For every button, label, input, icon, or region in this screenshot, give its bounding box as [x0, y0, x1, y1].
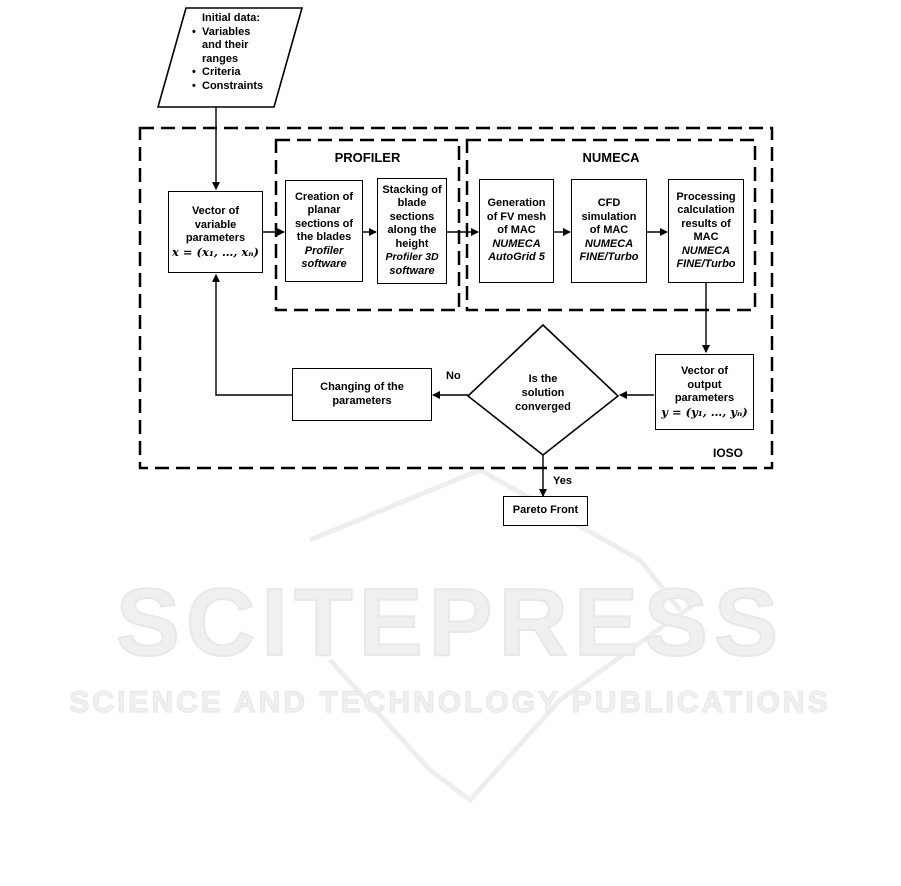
mesh-generation-box: Generation of FV mesh of MAC NUMECA Auto…	[479, 179, 554, 283]
vector-input-line: variable	[194, 218, 237, 231]
step-line: results of	[681, 217, 731, 230]
decision-text: Is the solution converged	[493, 372, 593, 414]
creation-sections-box: Creation of planar sections of the blade…	[285, 180, 363, 282]
watermark-tagline: SCIENCE AND TECHNOLOGY PUBLICATIONS	[69, 686, 830, 719]
step-software: Profiler	[304, 244, 344, 257]
step-software: software	[389, 264, 435, 277]
vector-input-formula: x = (x₁, …, xₙ)	[172, 244, 259, 259]
step-line: sections	[389, 210, 435, 223]
change-line: Changing of the	[320, 381, 404, 393]
initial-data-bullet: Variables and their ranges	[202, 25, 251, 65]
step-software: software	[301, 258, 347, 270]
step-line: of MAC	[589, 224, 629, 237]
step-software: NUMECA	[584, 237, 634, 250]
decision-line: Is the	[528, 373, 558, 385]
vector-input-line: Vector of	[191, 205, 240, 217]
step-line: MAC	[693, 231, 719, 243]
initial-data-text: Initial data: • Variables and their rang…	[192, 12, 282, 93]
profiler-group-border	[274, 138, 461, 312]
step-line: Stacking of	[382, 183, 442, 196]
step-line: simulation	[581, 210, 637, 223]
change-line: parameters	[332, 394, 392, 407]
no-label: No	[446, 370, 461, 382]
initial-data-parallelogram	[156, 7, 304, 108]
step-software: NUMECA	[681, 244, 731, 257]
step-line: along the	[387, 224, 437, 237]
step-line: CFD	[597, 197, 621, 210]
vector-input-line: parameters	[185, 232, 246, 244]
step-line: Processing	[676, 190, 736, 203]
decision-line: converged	[515, 401, 571, 413]
initial-data-title: Initial data:	[202, 12, 261, 24]
initial-data-bullet: Criteria	[202, 66, 241, 78]
vector-input-box: Vector of variable parameters x = (x₁, ……	[168, 191, 263, 273]
decision-line: solution	[521, 387, 565, 399]
step-software: Profiler 3D	[385, 251, 439, 264]
step-line: calculation	[677, 204, 735, 216]
step-line: Generation	[487, 197, 546, 210]
watermark-brand: SCITEPRESS	[116, 569, 784, 676]
step-software: NUMECA	[492, 237, 541, 250]
vector-output-line: Vector of	[680, 365, 729, 377]
step-line: planar	[307, 204, 341, 216]
pareto-front-label: Pareto Front	[512, 504, 579, 517]
step-line: blade	[397, 197, 427, 210]
yes-label: Yes	[553, 475, 572, 487]
numeca-title: NUMECA	[582, 150, 640, 165]
profiler-title: PROFILER	[334, 150, 401, 165]
vector-output-formula: y = (y₁, …, yₙ)	[661, 404, 748, 419]
step-software: AutoGrid 5	[488, 251, 545, 264]
vector-output-line: output	[687, 378, 722, 391]
step-software: FINE/Turbo	[676, 258, 736, 270]
step-line: of MAC	[497, 224, 536, 237]
change-parameters-box: Changing of the parameters	[292, 368, 432, 421]
vector-output-box: Vector of output parameters y = (y₁, …, …	[655, 354, 754, 430]
stacking-sections-box: Stacking of blade sections along the hei…	[377, 178, 447, 284]
step-line: of FV mesh	[486, 210, 547, 223]
step-software: FINE/Turbo	[579, 251, 639, 264]
step-line: height	[395, 237, 429, 250]
numeca-group-border	[465, 138, 757, 312]
arrow-change-to-vector	[212, 274, 292, 396]
cfd-simulation-box: CFD simulation of MAC NUMECA FINE/Turbo	[571, 179, 647, 283]
step-line: the blades	[296, 231, 352, 243]
pareto-front-box: Pareto Front	[503, 496, 588, 526]
step-line: sections of	[294, 217, 354, 230]
step-line: Creation of	[294, 190, 354, 203]
ioso-label: IOSO	[713, 446, 744, 460]
initial-data-bullet: Constraints	[202, 79, 264, 92]
vector-output-line: parameters	[674, 392, 735, 404]
watermark-swoosh-bottom	[328, 597, 702, 804]
ioso-group-border	[138, 126, 774, 470]
processing-results-box: Processing calculation results of MAC NU…	[668, 179, 744, 283]
